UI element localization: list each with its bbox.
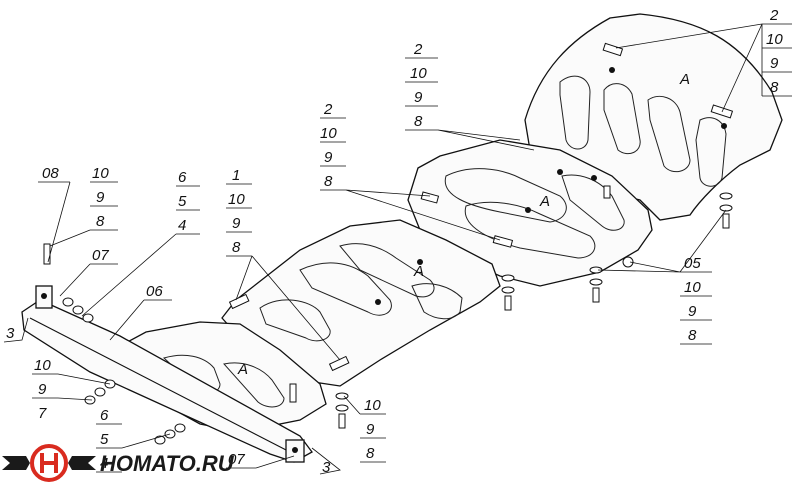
callout-10-left: 10 [92,165,109,182]
callout-1: 1 [232,167,240,184]
callout-9-left: 9 [96,189,105,206]
logo-wing-left-icon [2,456,30,470]
callout-4-upper: 4 [178,217,186,234]
callout-9-engine: 9 [232,215,241,232]
callout-10-mid: 10 [320,125,337,142]
callout-8-left: 8 [96,213,105,230]
callout-10-front: 10 [364,397,381,414]
callout-2-rear: 2 [769,7,779,24]
callout-labels: 2 10 9 8 2 10 9 8 2 10 9 8 1 10 9 8 6 5 … [6,7,783,476]
callout-8-rear: 8 [770,79,779,96]
callout-07-lower: 07 [228,451,245,468]
callout-9-front: 9 [366,421,375,438]
logo-wing-right-icon [68,456,96,470]
callout-9-transfer: 9 [414,89,423,106]
callout-10-rear: 10 [766,31,783,48]
callout-10-engine: 10 [228,191,245,208]
callout-9-right: 9 [688,303,697,320]
logo-letter-icon [40,453,58,473]
brand-logo: HOMATO.RU [2,444,235,482]
front-crossmember [21,285,313,463]
plate-mark-4: A [679,71,690,88]
plate-mark-1: A [237,361,248,378]
callout-10-right: 10 [684,279,701,296]
callout-3-right: 3 [322,459,331,476]
callout-10-lower: 10 [34,357,51,374]
callout-9-lower: 9 [38,381,47,398]
callout-8-front: 8 [366,445,375,462]
callout-2-mid: 2 [323,101,333,118]
leader-lines [3,23,792,475]
fasteners [43,185,733,445]
callout-8-right: 8 [688,327,697,344]
callout-6-lower: 6 [100,407,109,424]
callout-8-transfer: 8 [414,113,423,130]
callout-9-mid: 9 [324,149,333,166]
callout-07-upper: 07 [92,247,109,264]
plate-mark-3: A [539,193,550,210]
callout-6-upper: 6 [178,169,187,186]
callout-3-left: 3 [6,325,15,342]
callout-10-transfer: 10 [410,65,427,82]
callout-05: 05 [684,255,701,272]
callout-08: 08 [42,165,59,182]
logo-text: HOMATO.RU [100,451,235,476]
callout-4-lower: 4 [100,455,108,472]
callout-8-engine: 8 [232,239,241,256]
callout-06: 06 [146,283,163,300]
callout-9-rear: 9 [770,55,779,72]
callout-8-mid: 8 [324,173,333,190]
callout-2-transfer: 2 [413,41,423,58]
plate-mark-2: A [413,263,424,280]
callout-5-upper: 5 [178,193,187,210]
callout-5-lower: 5 [100,431,109,448]
callout-7: 7 [38,405,47,422]
